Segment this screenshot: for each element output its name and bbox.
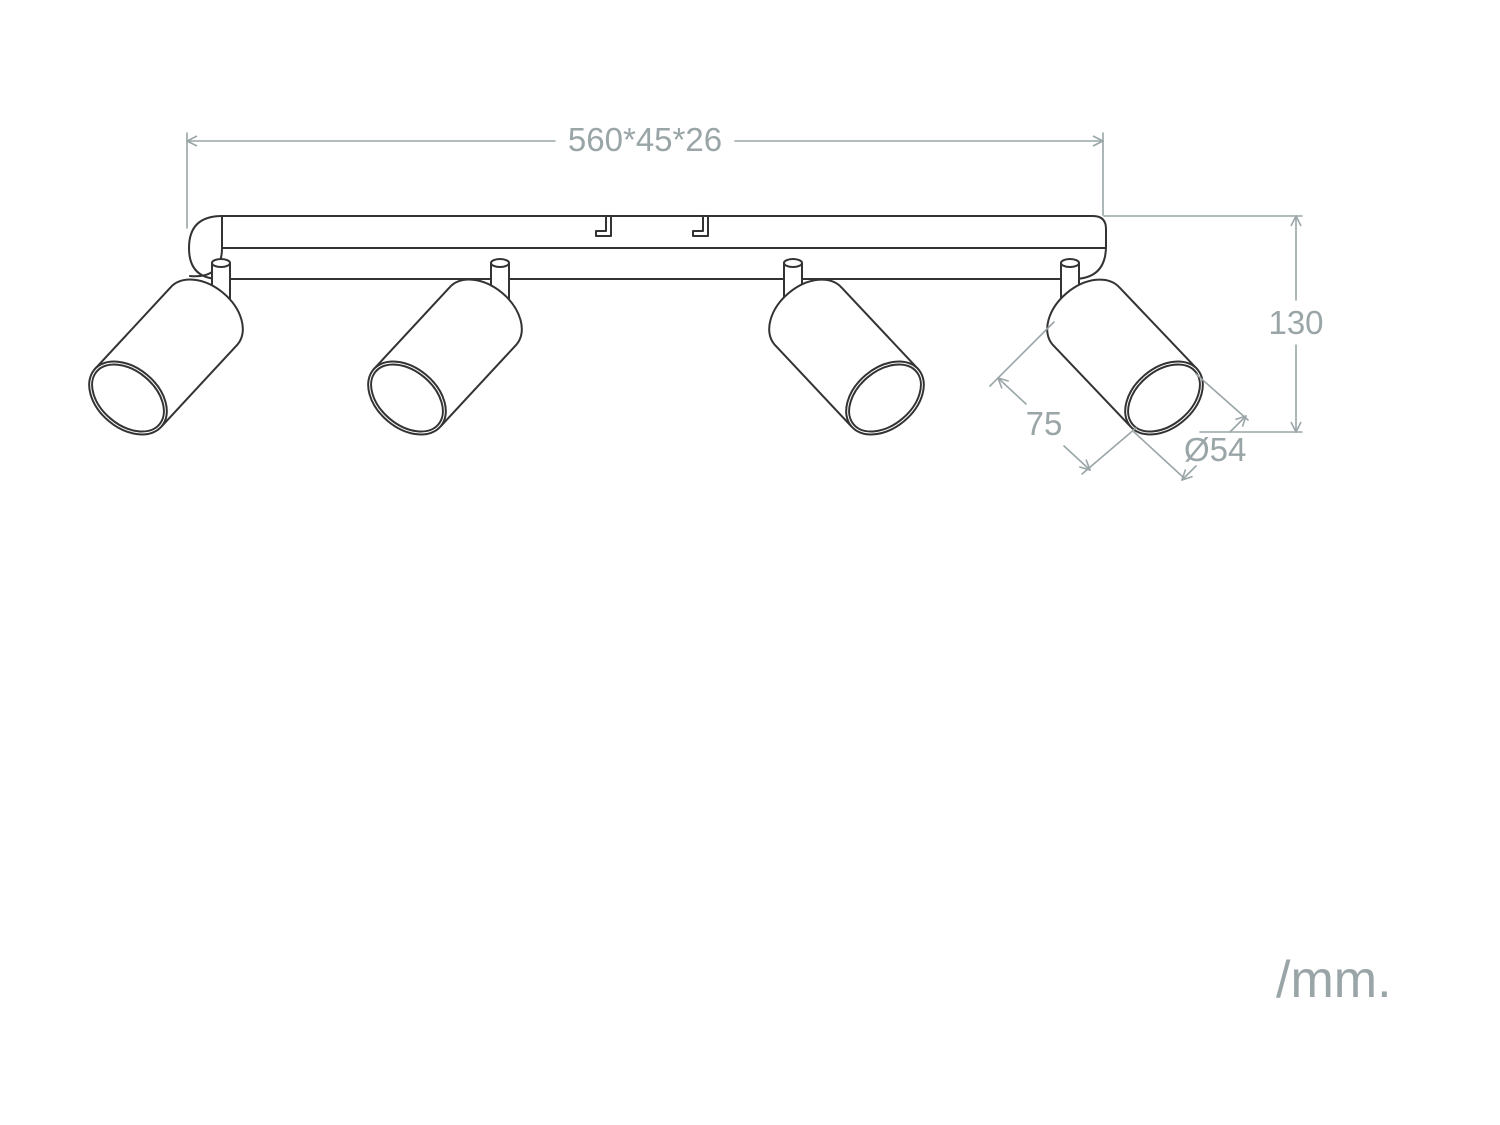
spotlight-lens	[848, 363, 922, 433]
unit-label: /mm.	[1276, 951, 1392, 1009]
head-length-label: 75	[1026, 405, 1063, 442]
spotlight-head-2	[367, 258, 523, 436]
spotlight-lens	[1127, 363, 1201, 433]
spotlight-lens	[370, 363, 444, 433]
spotlight-lens	[91, 363, 165, 433]
overall-dimension: 560*45*26	[187, 121, 1103, 229]
spotlight-head-3	[768, 258, 925, 436]
spotlight-heads	[88, 258, 1204, 436]
height-dimension: 130	[1103, 216, 1324, 432]
head-length-dimension: 75	[989, 321, 1137, 475]
head-diameter-dimension: Ø54	[1133, 373, 1249, 480]
mounting-slot-right	[692, 215, 709, 237]
mounting-bar	[188, 215, 1107, 280]
head-diameter-label: Ø54	[1184, 431, 1246, 468]
height-dimension-label: 130	[1268, 304, 1323, 341]
spotlight-head-1	[88, 258, 244, 436]
mounting-slot-left	[595, 215, 612, 237]
overall-dimension-label: 560*45*26	[568, 121, 722, 158]
spotlight-head-4	[1046, 258, 1204, 436]
